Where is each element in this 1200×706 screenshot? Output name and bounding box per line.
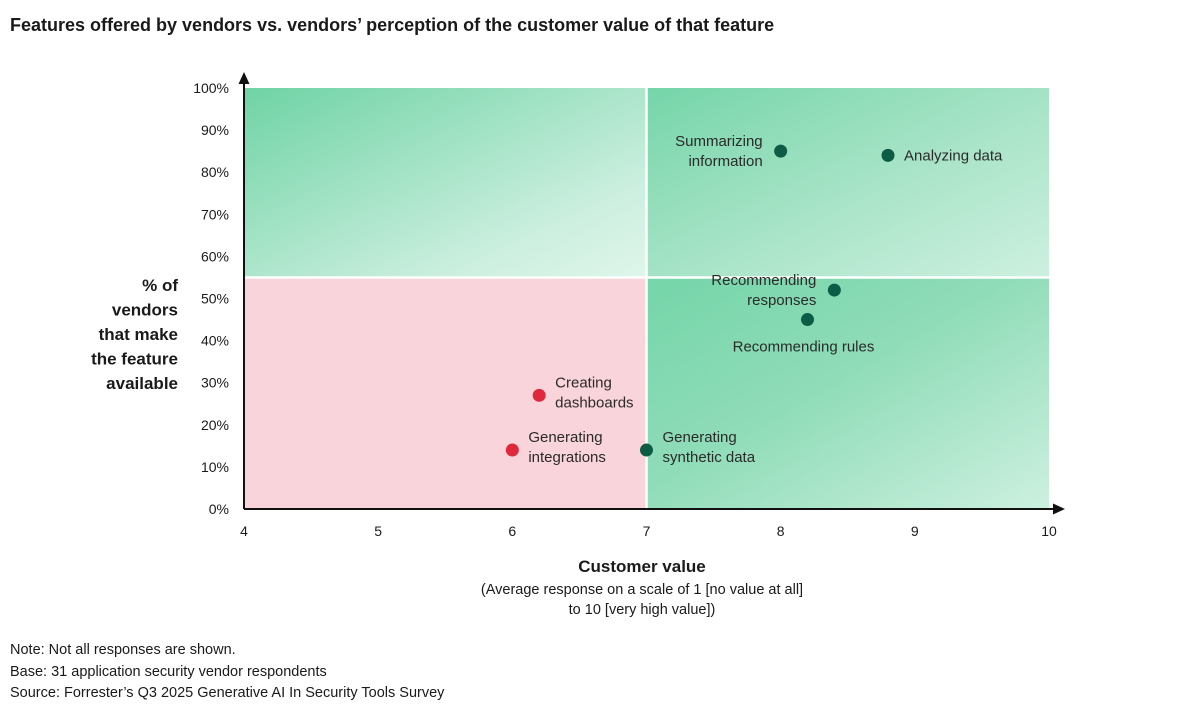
data-point bbox=[505, 443, 519, 457]
data-point bbox=[827, 283, 841, 297]
quadrant-top-left bbox=[244, 88, 647, 278]
quadrant-bottom-right bbox=[646, 277, 1049, 509]
data-point-label: Analyzing data bbox=[904, 147, 1003, 164]
x-tick-label: 4 bbox=[240, 523, 248, 539]
y-axis-label-line: vendors bbox=[112, 301, 178, 320]
y-axis-label-line: available bbox=[106, 374, 178, 393]
note-line: Note: Not all responses are shown. bbox=[10, 642, 236, 658]
x-axis-label: Customer value bbox=[578, 557, 706, 576]
chart-title: Features offered by vendors vs. vendors’… bbox=[10, 15, 774, 35]
x-axis-arrow bbox=[1053, 503, 1065, 515]
x-tick-label: 7 bbox=[643, 523, 651, 539]
axes bbox=[238, 72, 1065, 515]
y-tick-label: 70% bbox=[201, 206, 229, 222]
data-point-label: Recommending bbox=[711, 272, 816, 289]
data-point bbox=[881, 148, 895, 162]
source-line: Source: Forrester’s Q3 2025 Generative A… bbox=[10, 685, 445, 701]
x-tick-labels: 4 5 6 7 8 9 10 bbox=[240, 523, 1057, 539]
quadrants bbox=[244, 88, 1049, 509]
y-axis-label-line: % of bbox=[142, 276, 178, 295]
y-tick-labels: 0% 10% 20% 30% 40% 50% 60% 70% 80% 90% 100% bbox=[193, 80, 229, 517]
data-point-label: responses bbox=[747, 292, 816, 309]
data-point bbox=[640, 443, 653, 457]
y-tick-label: 0% bbox=[209, 501, 229, 517]
data-point-label: Recommending rules bbox=[733, 339, 875, 356]
y-axis-arrow bbox=[238, 72, 250, 84]
data-point-label: integrations bbox=[528, 449, 606, 466]
y-axis-label-line: that make bbox=[99, 325, 178, 344]
x-tick-label: 6 bbox=[508, 523, 516, 539]
data-point-label: synthetic data bbox=[663, 449, 756, 466]
y-tick-label: 10% bbox=[201, 459, 229, 475]
y-tick-label: 40% bbox=[201, 333, 229, 349]
y-axis-label: % of vendors that make the feature available bbox=[91, 276, 178, 393]
data-point bbox=[801, 313, 814, 327]
data-point-label: information bbox=[688, 153, 762, 170]
y-tick-label: 30% bbox=[201, 375, 229, 391]
y-tick-label: 100% bbox=[193, 80, 229, 96]
x-tick-label: 9 bbox=[911, 523, 919, 539]
y-tick-label: 20% bbox=[201, 417, 229, 433]
base-line: Base: 31 application security vendor res… bbox=[10, 664, 327, 680]
quadrant-top-right bbox=[646, 88, 1049, 278]
y-tick-label: 60% bbox=[201, 248, 229, 264]
x-axis-sublabel-line2: to 10 [very high value]) bbox=[569, 602, 716, 618]
data-point-label: Generating bbox=[528, 429, 602, 446]
x-axis-sublabel-line1: (Average response on a scale of 1 [no va… bbox=[481, 582, 803, 598]
data-points: Summarizing information Analyzing dataReco… bbox=[505, 133, 1003, 466]
y-tick-label: 80% bbox=[201, 164, 229, 180]
data-point bbox=[532, 388, 546, 402]
x-tick-label: 8 bbox=[777, 523, 785, 539]
x-tick-label: 5 bbox=[374, 523, 382, 539]
data-point-label: Creating bbox=[555, 374, 612, 391]
x-tick-label: 10 bbox=[1041, 523, 1057, 539]
y-axis-label-line: the feature bbox=[91, 350, 178, 369]
data-point bbox=[774, 144, 788, 158]
y-tick-label: 50% bbox=[201, 291, 229, 307]
data-point-label: Generating bbox=[663, 429, 737, 446]
data-point-label: dashboards bbox=[555, 394, 633, 411]
data-point-label: Summarizing bbox=[675, 133, 763, 150]
y-tick-label: 90% bbox=[201, 122, 229, 138]
quadrant-bottom-left bbox=[244, 277, 647, 509]
